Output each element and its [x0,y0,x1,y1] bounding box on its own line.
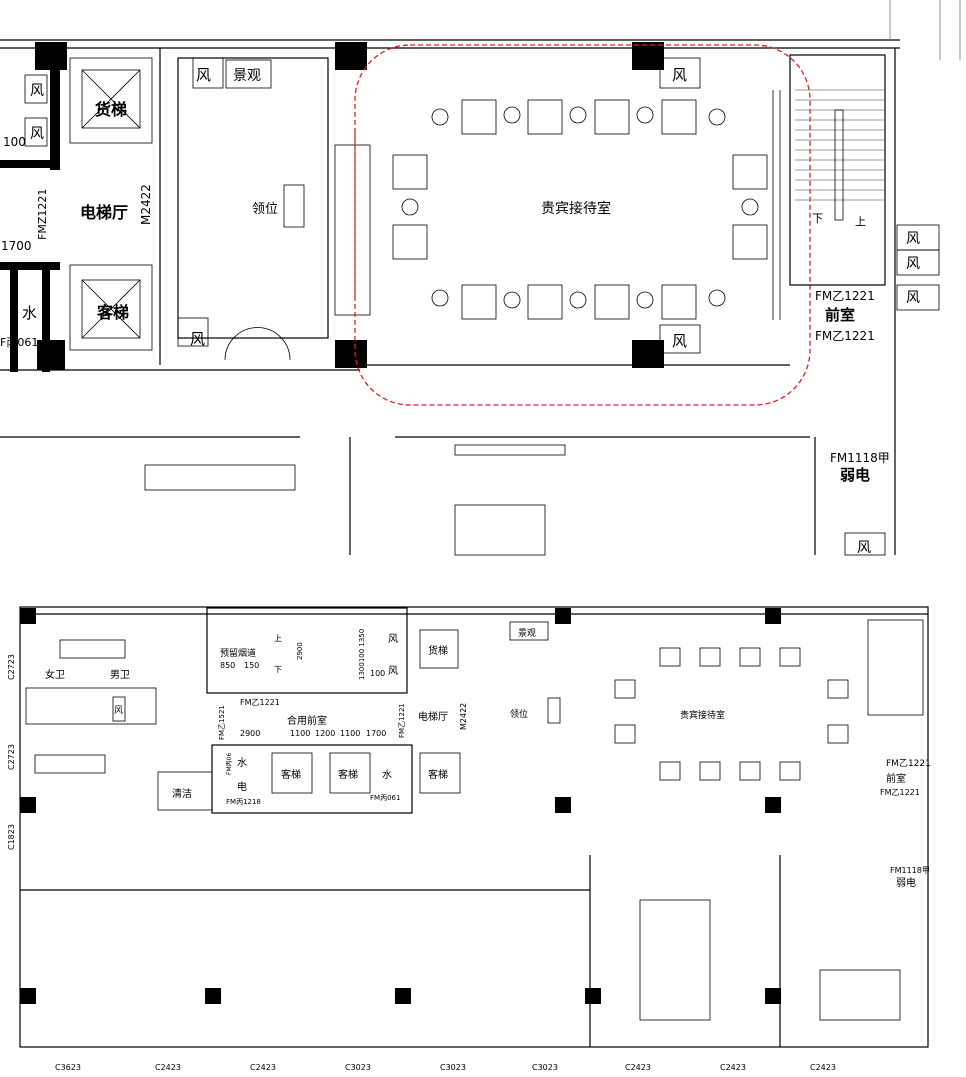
fan-label: 风 [906,290,920,306]
dimension-label: 100 [370,669,385,678]
window-label: C2723 [7,744,16,770]
anteroom-label: 前室 [825,306,855,324]
water-shaft-label: 水 [22,304,37,322]
door-label: FM丙061 [370,794,400,802]
shared-anteroom-label: 合用前室 [287,714,327,727]
freight-elevator-label: 货梯 [95,100,127,119]
door-label: FM1118甲 [830,451,890,465]
elevator-hall-label: 电梯厅 [80,203,128,222]
bottom-plan-full: 女卫 男卫 风 C2723 C2723 C1823 预留烟道 850 150 2… [7,606,931,1072]
door-label: FM乙1221 [815,329,875,343]
dimension-label: 1100 [290,729,310,738]
fan-label: 风 [30,83,44,99]
window-label: C2423 [250,1063,276,1072]
column [632,340,664,368]
passenger-elevator-label: 客梯 [428,768,448,781]
window-label: C2423 [720,1063,746,1072]
door-label: FM乙1221 [886,758,931,769]
weak-current-label: 弱电 [896,876,916,889]
dimension-label: 850 [220,661,235,670]
fan-label: 风 [672,66,687,84]
fan-label: 风 [190,330,205,348]
dimension-label: 1300100 1350 [358,629,366,680]
window-label: C3023 [345,1063,371,1072]
stair-down-label: 下 [812,212,823,225]
door-label: FM丙1218 [226,798,261,806]
highlight-region [354,44,811,406]
weak-current-label: 弱电 [840,466,870,484]
elevator-hall-label: 电梯厅 [418,710,448,723]
freight-elevator-label: 货梯 [428,644,448,657]
window-label: C2423 [625,1063,651,1072]
dimension-label: 2900 [296,642,304,660]
door-label: FM乙1221 [815,289,875,303]
water-shaft-label: 水 [237,757,247,769]
passenger-elevator-label: 客梯 [97,303,129,322]
column [632,42,664,70]
door-label: M2422 [459,703,468,730]
window-label: C3023 [440,1063,466,1072]
freight-elevator [69,57,153,144]
passenger-elevator-label: 客梯 [281,768,301,781]
dimension-label: 1200 [315,729,335,738]
column [37,340,65,370]
stair-up-label: 上 [274,634,282,643]
mens-wc-label: 男卫 [110,669,130,681]
fan-label: 风 [672,332,687,350]
fan-label: 风 [114,705,123,716]
anteroom-label: 前室 [886,772,906,785]
window-label: C3023 [532,1063,558,1072]
window-label: C3623 [55,1063,81,1072]
landscape-label: 景观 [233,68,261,84]
door-label: FM乙1221 [398,703,406,738]
fan-label: 风 [30,126,44,142]
window-label: C1823 [7,824,16,850]
fan-label: 风 [196,66,211,84]
dimension-label: 150 [244,661,259,670]
landscape-label: 景观 [518,628,536,639]
reception-desk-label: 领位 [510,708,528,720]
door-label: FM乙1221 [880,788,920,797]
passenger-elevator [69,264,153,351]
window-label: C2723 [7,654,16,680]
electric-shaft-label: 电 [237,780,247,793]
stair-up-label: 上 [855,215,866,228]
door-label: FM乙1221 [240,698,280,707]
vip-room-furniture [392,99,768,320]
fan-label: 风 [906,231,920,247]
window-label: C2423 [155,1063,181,1072]
womens-wc-label: 女卫 [45,668,65,681]
door-label: FM乙1521 [218,705,226,740]
water-shaft-label: 水 [382,769,392,781]
vip-room-label: 贵宾接待室 [541,200,611,217]
reception-desk-label: 领位 [252,202,278,217]
fan-label: 风 [388,633,398,645]
fan-label: 风 [388,665,398,677]
door-label: FM1118甲 [890,866,930,875]
vip-room-label: 贵宾接待室 [680,709,725,721]
fan-label: 风 [857,540,871,556]
door-label: FM丙06 [226,753,233,775]
door-label: FMZ1221 [36,189,49,240]
flue-label: 预留烟道 [220,647,256,659]
cleaning-room-label: 清洁 [172,787,192,800]
top-plan-detail: 风 风 100 1700 FMZ1221 水 F丙061 货梯 客梯 电梯厅 M… [0,0,961,556]
dimension-label: 1100 [340,729,360,738]
fan-label: 风 [906,256,920,272]
dimension-label: 1700 [366,729,386,738]
column [335,42,367,70]
door-label: F丙061 [0,336,38,349]
stair-down-label: 下 [274,665,282,674]
passenger-elevator-label: 客梯 [338,768,358,781]
column [335,340,367,368]
dimension-label: 1700 [1,239,32,253]
door-label: M2422 [139,184,153,225]
window-label: C2423 [810,1063,836,1072]
dimension-label: 100 [3,135,26,149]
dimension-label: 2900 [240,729,260,738]
